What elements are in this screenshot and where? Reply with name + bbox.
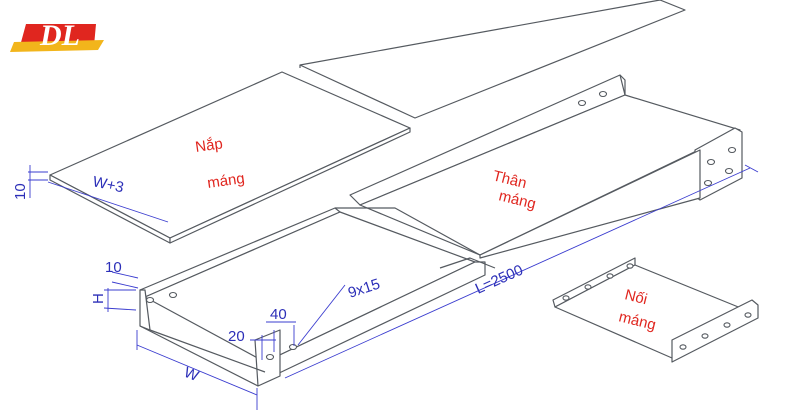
slot-hole xyxy=(706,158,716,166)
company-logo: DL xyxy=(10,19,104,52)
slot-hole xyxy=(598,90,608,98)
slot-hole xyxy=(606,273,614,279)
logo-gold-swoosh xyxy=(10,40,104,52)
tray-coupler xyxy=(552,257,759,363)
dimension-lines xyxy=(28,164,759,410)
coupler-floor xyxy=(554,264,759,359)
slot-hole xyxy=(727,146,737,154)
tray-floor-far xyxy=(359,94,741,256)
dim-cover-height: 10 xyxy=(12,183,29,200)
tray-front-wall-far xyxy=(479,149,701,259)
dim-pitch: 40 xyxy=(270,306,287,323)
slot-hole xyxy=(265,353,275,361)
cover-side-lip xyxy=(169,127,411,244)
coupler-front-wall xyxy=(671,299,759,363)
slot-hole xyxy=(168,291,178,299)
label-cover-line1: Nắp xyxy=(194,135,224,156)
logo-red-mark xyxy=(20,24,96,46)
slot-hole xyxy=(626,263,634,269)
slot-hole xyxy=(703,179,713,187)
cover-back-piece xyxy=(299,0,686,119)
cover-back-top xyxy=(299,0,686,119)
tray-body xyxy=(139,74,743,387)
dim-cover-width: W+3 xyxy=(91,173,125,196)
dim-height: H xyxy=(90,293,107,304)
slot-hole xyxy=(679,344,687,350)
slot-hole xyxy=(723,322,731,328)
logo-text: DL xyxy=(39,19,80,52)
slot-hole xyxy=(145,296,155,304)
label-cover-line2: máng xyxy=(206,170,246,192)
cover-front-piece xyxy=(49,71,411,244)
slot-hole xyxy=(577,99,587,107)
slot-hole xyxy=(584,284,592,290)
dim-flange: 10 xyxy=(105,259,122,276)
label-coupler-line1: Nối xyxy=(623,286,649,308)
slot-hole xyxy=(744,312,752,318)
slot-hole xyxy=(701,333,709,339)
slot-hole xyxy=(562,295,570,301)
slot-hole xyxy=(288,343,298,351)
dim-width: W xyxy=(182,364,202,385)
dim-edge-offset: 20 xyxy=(228,328,245,345)
slot-hole xyxy=(724,167,734,175)
